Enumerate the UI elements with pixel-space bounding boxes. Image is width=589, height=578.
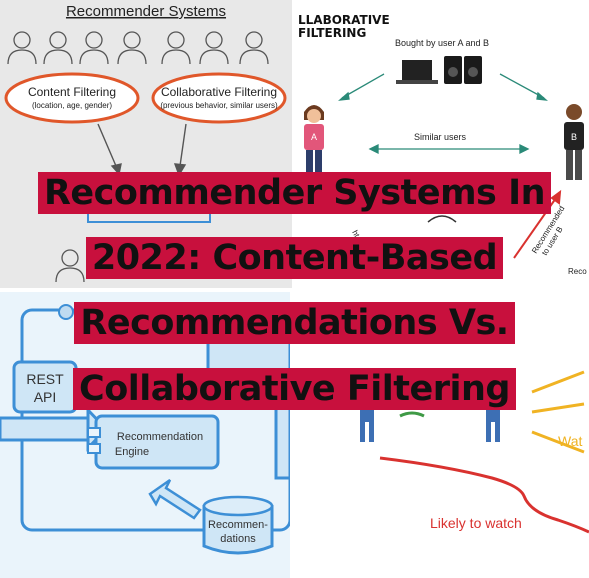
- rest-api-label-2: API: [34, 389, 57, 405]
- engine-label-2: Engine: [115, 446, 149, 458]
- similar-users-label: Similar users: [414, 132, 467, 142]
- recs-label-1: Recommen-: [208, 519, 268, 531]
- link-green: [399, 411, 425, 418]
- content-filtering-ellipse: [4, 72, 140, 124]
- bought-arrows: [338, 73, 548, 101]
- title-line-1: Recommender Systems In: [0, 172, 589, 214]
- title-line-2: 2022: Content-Based: [0, 237, 589, 279]
- engine-port-2: [87, 443, 101, 454]
- user-a-letter: A: [311, 132, 317, 142]
- title-text-4: Collaborative Filtering: [73, 368, 516, 410]
- reco-partial: Reco: [568, 267, 587, 276]
- speakers-icon: [444, 56, 482, 84]
- diagram-heading: Recommender Systems: [66, 3, 226, 20]
- likely-curve: [379, 456, 589, 534]
- collab-heading-line2: FILTERING: [298, 26, 366, 40]
- watch-partial-label: Wat: [558, 433, 582, 449]
- likely-to-watch-label: Likely to watch: [430, 515, 522, 531]
- user-a-avatar: A: [304, 105, 324, 178]
- title-text-2: 2022: Content-Based: [85, 237, 504, 279]
- engine-label-1: Recommendation: [117, 431, 203, 443]
- flow-arrows: [97, 123, 187, 177]
- bought-label: Bought by user A and B: [395, 38, 489, 48]
- content-filtering-sub: (location, age, gender): [32, 101, 112, 110]
- yellow-rays: [531, 370, 585, 454]
- feedback-arrow: [148, 478, 202, 520]
- user-b-letter: B: [571, 132, 577, 142]
- recommendations-db-top: [202, 495, 274, 517]
- title-text-1: Recommender Systems In: [37, 172, 552, 214]
- recommender-diagram: Recommender Systems Content Filtering (l…: [4, 3, 287, 283]
- users-row-icon: [7, 31, 269, 65]
- collab-heading-line1: LLABORATIVE: [298, 13, 390, 27]
- collaborative-filtering-title: Collaborative Filtering: [161, 85, 277, 99]
- recs-label-2: dations: [220, 533, 256, 545]
- user-b-avatar: B: [564, 104, 584, 180]
- content-filtering-title: Content Filtering: [28, 85, 116, 99]
- collab-illustration: LLABORATIVE FILTERING Bought by user A a…: [298, 13, 587, 276]
- collaborative-filtering-ellipse: [151, 72, 287, 124]
- boundary-node: [58, 304, 74, 320]
- title-text-3: Recommendations Vs.: [74, 302, 515, 344]
- side-service-box: [274, 400, 290, 480]
- product-outline: [427, 215, 457, 223]
- title-line-3: Recommendations Vs.: [0, 302, 589, 344]
- laptop-icon: [396, 60, 438, 84]
- recommendation-engine-box: [94, 414, 220, 470]
- rest-api-label-1: REST: [26, 371, 64, 387]
- title-line-4: Collaborative Filtering: [0, 368, 589, 410]
- collaborative-filtering-sub: (previous behavior, similar users): [160, 101, 278, 110]
- similar-users-arrow: [368, 143, 530, 155]
- request-arrow: [0, 416, 90, 442]
- result-user-icon: [55, 249, 85, 283]
- engine-port-1: [87, 427, 101, 438]
